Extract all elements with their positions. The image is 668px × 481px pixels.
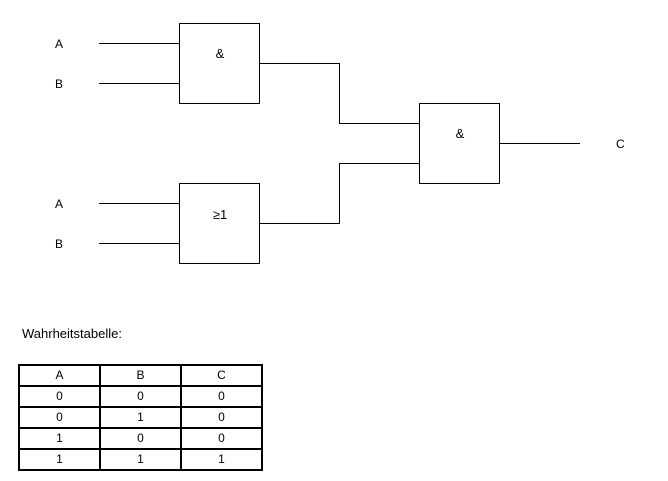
- and-gate-1-symbol: &: [215, 46, 225, 61]
- header-a: A: [18, 364, 101, 387]
- or-gate: [179, 183, 260, 264]
- input-label-b-1: B: [55, 77, 64, 91]
- input-label-b-2: B: [55, 237, 64, 251]
- cell-b: 1: [99, 448, 182, 471]
- wire-and1-to-and2: [260, 63, 419, 124]
- cell-c: 0: [180, 385, 263, 408]
- cell-b: 0: [99, 385, 182, 408]
- input-label-a-2: A: [55, 197, 64, 211]
- cell-a: 1: [18, 427, 101, 450]
- table-row: 0 0 0: [18, 385, 263, 408]
- table-row: 0 1 0: [18, 406, 263, 429]
- cell-a: 0: [18, 385, 101, 408]
- cell-c: 1: [180, 448, 263, 471]
- input-label-a-1: A: [55, 37, 64, 51]
- header-c: C: [180, 364, 263, 387]
- cell-c: 0: [180, 406, 263, 429]
- or-gate-symbol: ≥1: [212, 207, 228, 222]
- and-gate-1: [179, 23, 260, 104]
- cell-a: 1: [18, 448, 101, 471]
- table-row: 1 1 1: [18, 448, 263, 471]
- table-row: 1 0 0: [18, 427, 263, 450]
- wire-or-to-and2: [260, 163, 419, 224]
- cell-a: 0: [18, 406, 101, 429]
- and-gate-2-symbol: &: [455, 126, 465, 141]
- header-b: B: [99, 364, 182, 387]
- cell-b: 1: [99, 406, 182, 429]
- truth-table-caption: Wahrheitstabelle:: [22, 326, 122, 341]
- output-label-c: C: [616, 137, 625, 151]
- and-gate-2: [419, 103, 500, 184]
- logic-circuit: [99, 23, 580, 264]
- truth-table: A B C 0 0 0 0 1 0 1 0 0 1 1 1: [18, 364, 263, 471]
- cell-c: 0: [180, 427, 263, 450]
- truth-table-header-row: A B C: [18, 364, 263, 387]
- cell-b: 0: [99, 427, 182, 450]
